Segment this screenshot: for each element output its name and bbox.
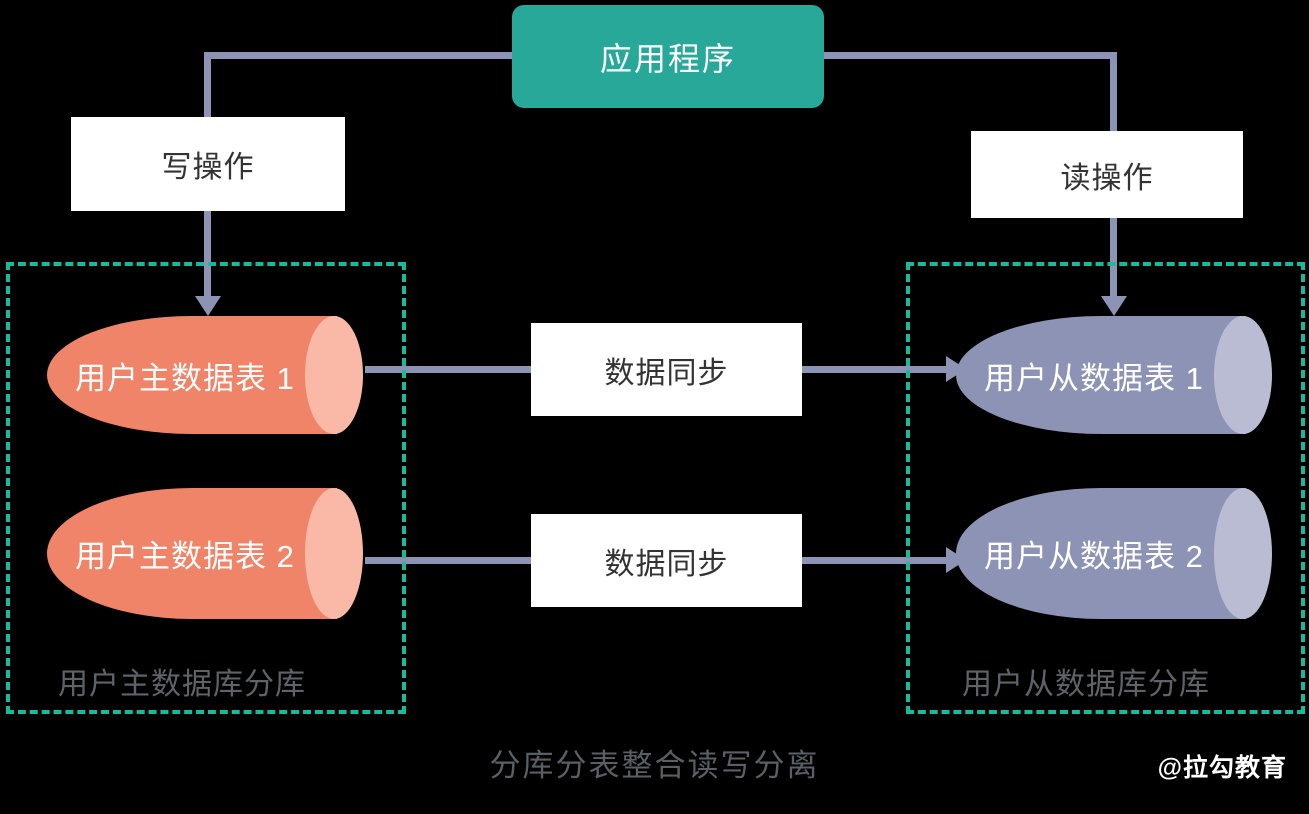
node-master-table-2-label: 用户主数据表 2: [75, 539, 295, 574]
node-read-operation-label: 读操作: [1060, 161, 1154, 195]
node-data-sync-1-label: 数据同步: [604, 356, 729, 390]
diagram-title: 分库分表整合读写分离: [489, 748, 820, 783]
arrowhead-read-to-slave1: [1101, 296, 1127, 316]
node-slave-table-1-label: 用户从数据表 1: [984, 360, 1204, 396]
group-master-database-shard: [6, 262, 406, 714]
group-master-caption: 用户主数据库分库: [58, 668, 306, 701]
cylinder-end-cap: [305, 316, 363, 434]
node-master-table-1[interactable]: 用户主数据表 1: [47, 316, 365, 434]
cylinder-end-cap: [1214, 488, 1272, 619]
connector-app-to-write-vertical: [204, 52, 211, 119]
group-slave-caption: 用户从数据库分库: [962, 668, 1210, 701]
node-slave-table-1[interactable]: 用户从数据表 1: [956, 316, 1274, 434]
cylinder-body: [956, 488, 1246, 619]
connector-sync2-left: [365, 557, 535, 564]
node-write-operation[interactable]: 写操作: [71, 117, 345, 211]
node-slave-table-2-label: 用户从数据表 2: [984, 539, 1204, 574]
cylinder-end-cap: [305, 488, 363, 619]
node-application-label: 应用程序: [599, 40, 736, 77]
connector-sync1-right: [800, 366, 955, 373]
cylinder-body: [47, 488, 337, 619]
node-master-table-2[interactable]: 用户主数据表 2: [47, 488, 365, 619]
cylinder-body: [956, 316, 1246, 434]
node-write-operation-label: 写操作: [161, 151, 255, 184]
group-slave-database-shard: [906, 262, 1305, 714]
node-read-operation[interactable]: 读操作: [971, 131, 1243, 218]
node-slave-table-2[interactable]: 用户从数据表 2: [956, 488, 1274, 619]
node-data-sync-2[interactable]: 数据同步: [531, 514, 802, 607]
node-data-sync-2-label: 数据同步: [604, 547, 729, 581]
connector-sync1-left: [365, 366, 535, 373]
node-application[interactable]: 应用程序: [512, 5, 824, 108]
watermark: @拉勾教育: [1157, 754, 1287, 782]
arrowhead-write-to-master1: [195, 296, 221, 316]
connector-write-to-master1: [204, 208, 211, 298]
node-master-table-1-label: 用户主数据表 1: [75, 360, 295, 396]
connector-app-to-read-vertical: [1110, 52, 1117, 134]
cylinder-end-cap: [1214, 316, 1272, 434]
node-data-sync-1[interactable]: 数据同步: [531, 323, 802, 416]
connector-sync2-right: [800, 557, 955, 564]
cylinder-body: [47, 316, 337, 434]
connector-app-to-read-horizontal: [820, 52, 1117, 59]
connector-app-to-write-horizontal: [208, 52, 518, 59]
connector-read-to-slave1: [1110, 215, 1117, 298]
